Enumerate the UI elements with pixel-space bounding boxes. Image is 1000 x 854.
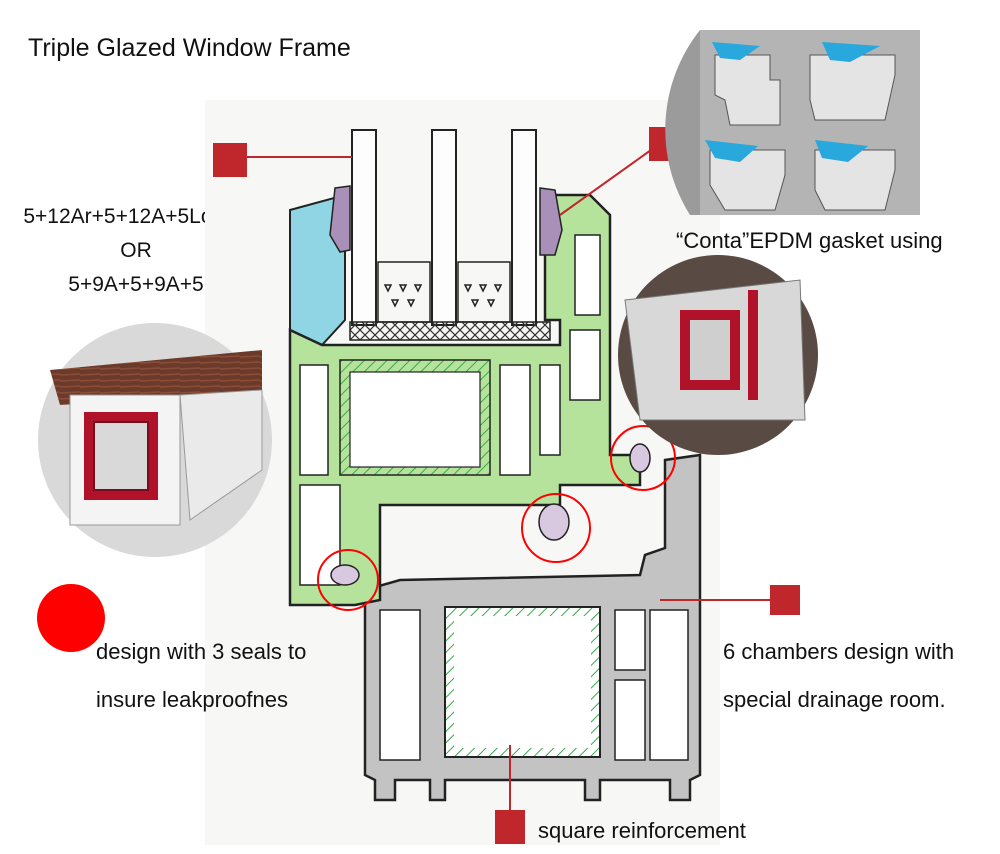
seal-circles — [317, 425, 676, 611]
seal-legend-dot — [37, 584, 105, 652]
chambers-description: 6 chambers design with special drainage … — [723, 628, 954, 724]
leader-gasket — [559, 149, 652, 216]
marker-glazing — [213, 143, 247, 177]
frame-photo-inset-left — [38, 323, 272, 557]
seals-line-1: design with 3 seals to — [96, 639, 307, 664]
glass-setting-block — [349, 321, 551, 341]
seal-gaskets — [330, 443, 651, 586]
glazing-line-1: 5+12Ar+5+12A+5Low-E — [23, 205, 249, 228]
sash-reinforcement-inner — [349, 371, 481, 468]
glazing-spec: 5+12Ar+5+12A+5Low-E OR 5+9A+5+9A+5 — [2, 200, 270, 302]
glazing-gaskets — [329, 185, 563, 256]
glazing-line-3: 5+9A+5+9A+5 — [68, 273, 204, 296]
gasket-photo-inset — [665, 30, 920, 215]
glazing-line-2: OR — [120, 239, 152, 262]
frame-chambers — [379, 609, 689, 761]
reinforcement-label: square reinforcement — [538, 818, 746, 843]
chambers-line-2: special drainage room. — [723, 687, 946, 712]
page-title: Triple Glazed Window Frame — [28, 34, 351, 62]
sash-chambers — [299, 234, 601, 586]
chambers-line-1: 6 chambers design with — [723, 639, 955, 664]
reinforcement-cavity — [444, 606, 601, 758]
gasket-caption: “Conta”EPDM gasket using — [676, 228, 943, 253]
square-reinforcement-steel — [446, 608, 599, 756]
marker-chambers — [770, 585, 800, 615]
seals-description: design with 3 seals to insure leakproofn… — [96, 628, 306, 724]
glass-panes — [351, 129, 537, 326]
marker-reinforcement — [495, 810, 525, 844]
frame-photo-inset-right — [618, 255, 818, 455]
seals-line-2: insure leakproofnes — [96, 687, 289, 712]
